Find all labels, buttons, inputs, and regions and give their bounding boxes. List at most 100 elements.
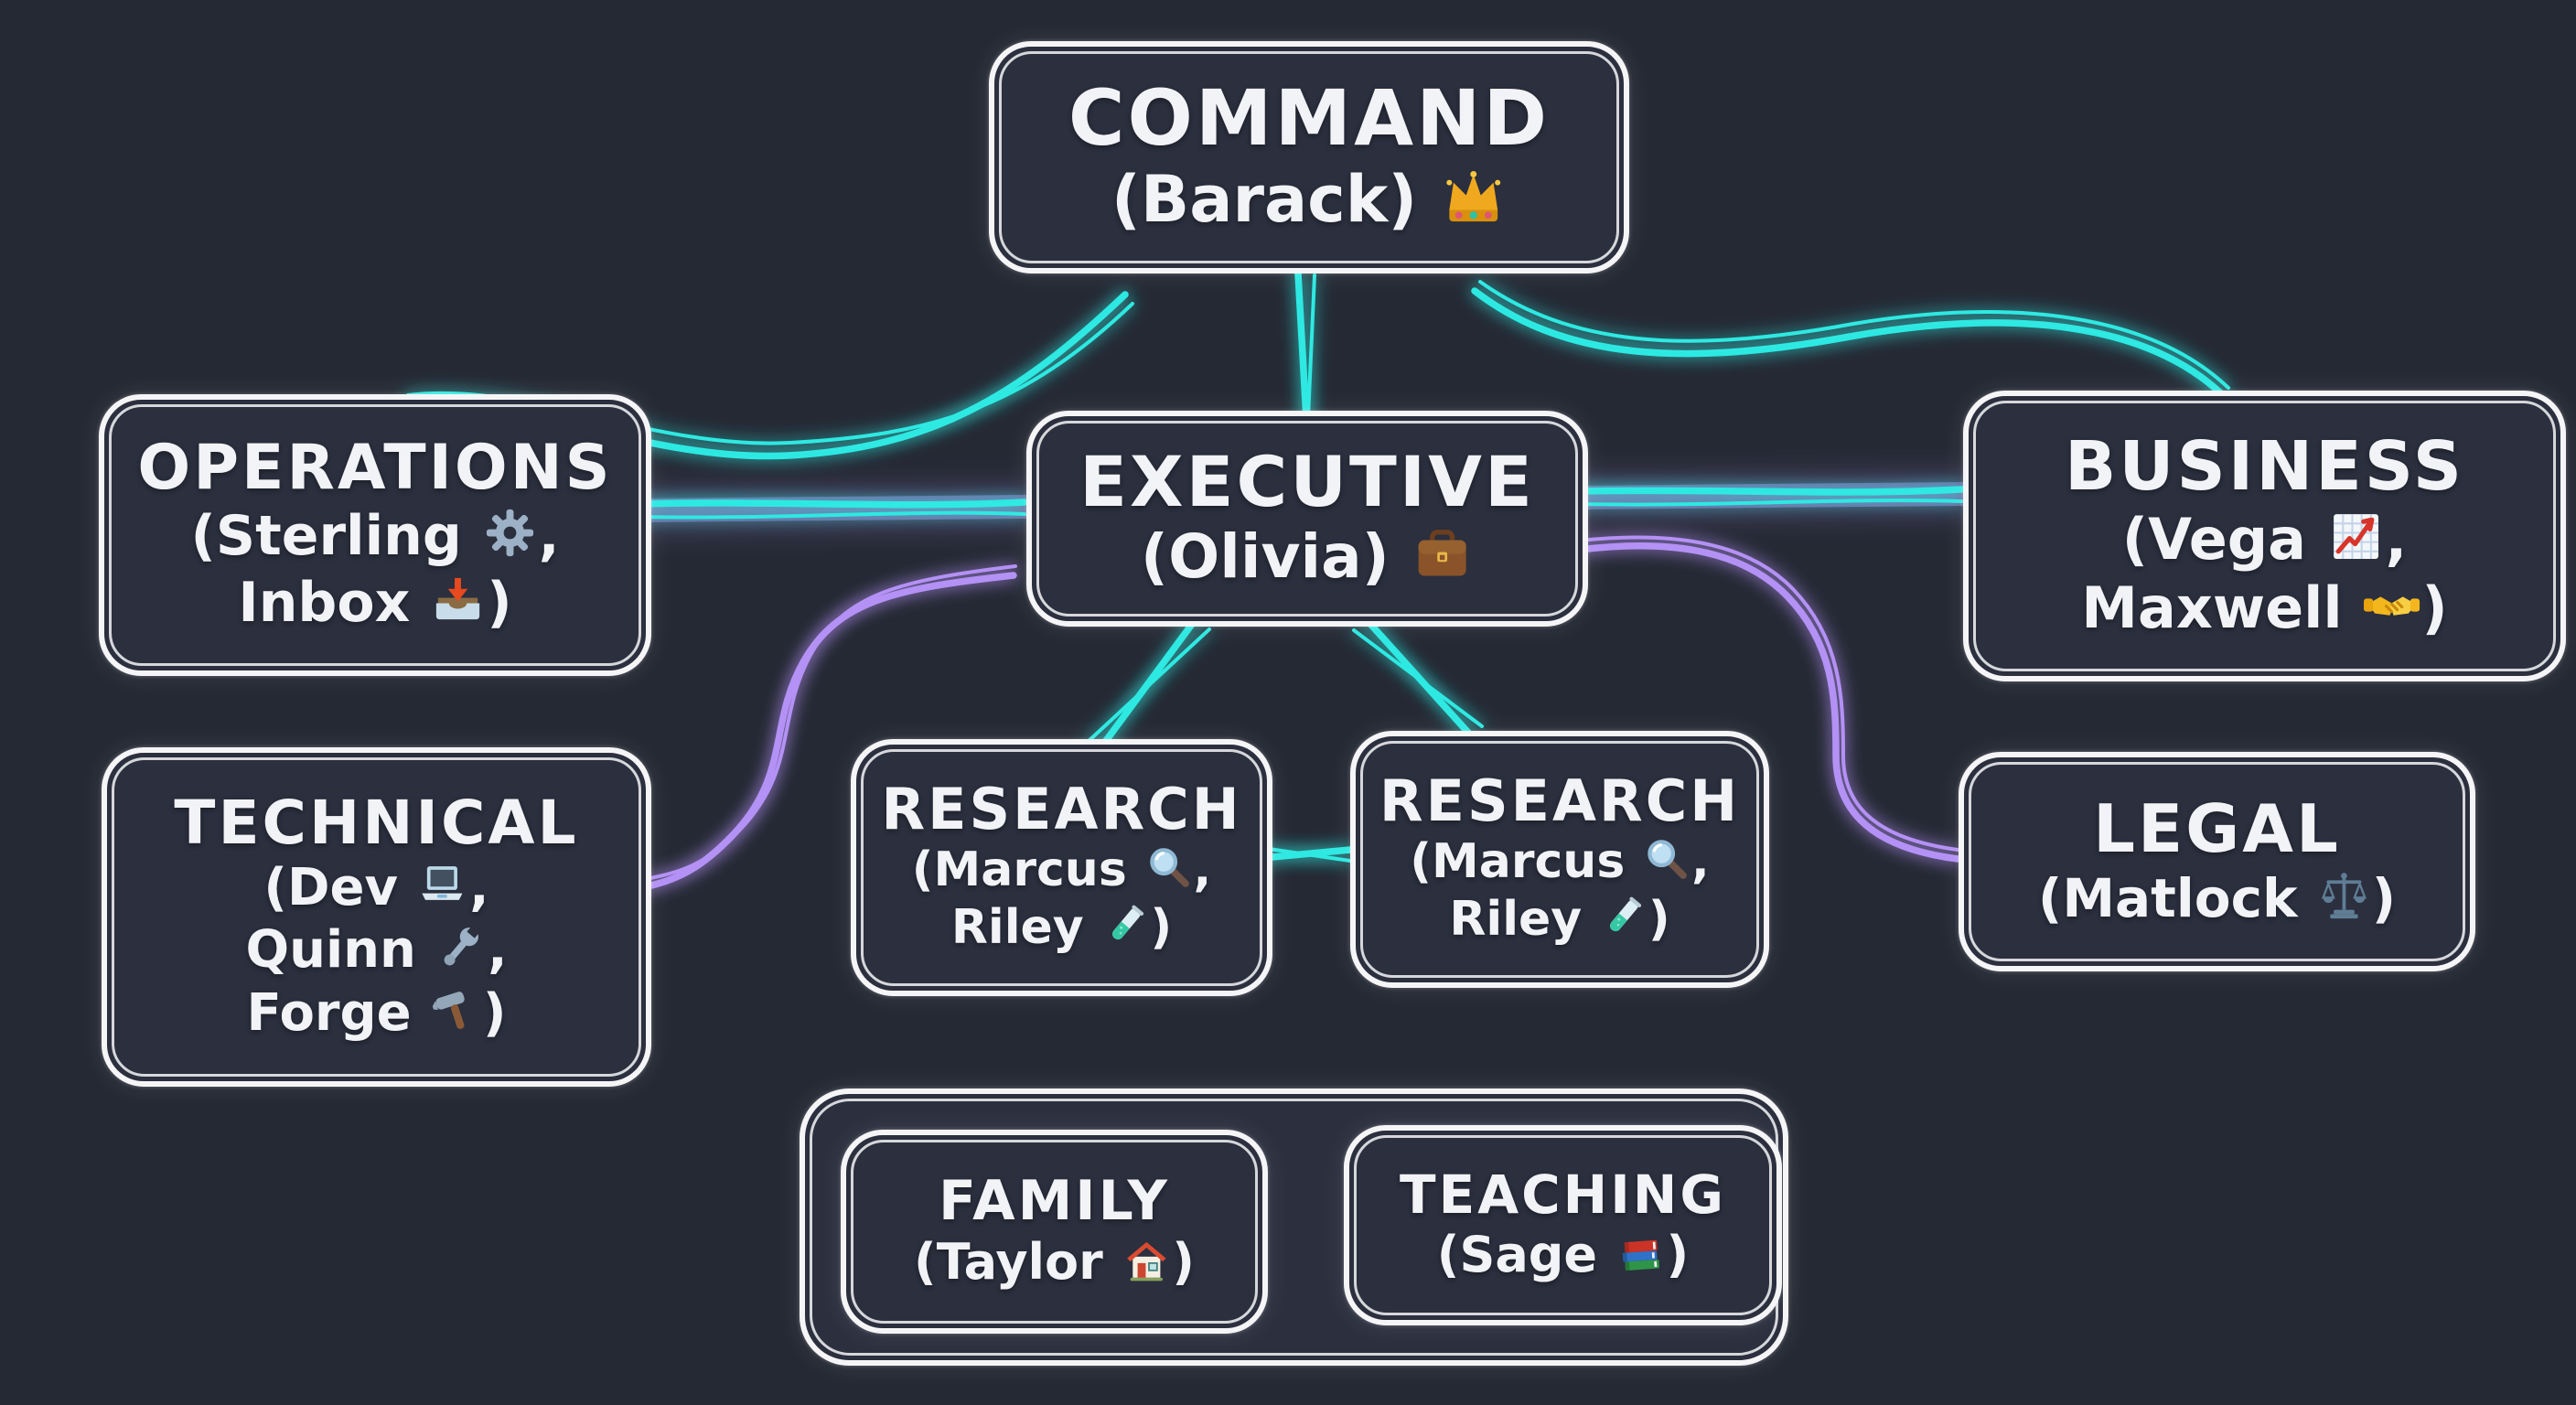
node-line: Maxwell ): [2081, 574, 2447, 643]
node-lines: (Sage ): [1437, 1225, 1689, 1285]
node-family[interactable]: FAMILY (Taylor ): [841, 1130, 1268, 1334]
node-lines: (Barack): [1111, 161, 1507, 239]
node-line: Quinn ,: [246, 919, 508, 981]
node-title: TEACHING: [1400, 1164, 1726, 1227]
node-line: (Matlock ): [2038, 866, 2396, 931]
label-text: ): [2421, 574, 2448, 642]
scales-icon: [2316, 868, 2372, 924]
node-title: OPERATIONS: [137, 431, 613, 504]
wrench-icon: [434, 920, 488, 974]
node-research-right[interactable]: RESEARCH (Marcus ,Riley ): [1350, 731, 1769, 988]
label-text: (Marcus: [911, 842, 1143, 897]
test-tube-icon: [1598, 892, 1648, 942]
node-line: (Marcus ,: [912, 842, 1212, 899]
house-icon: [1121, 1234, 1173, 1286]
label-text: Riley: [1449, 892, 1599, 948]
node-line: Riley ): [1410, 891, 1710, 949]
node-title: FAMILY: [939, 1168, 1170, 1233]
node-lines: (Vega ,Maxwell ): [2081, 505, 2447, 643]
node-business[interactable]: BUSINESS (Vega ,Maxwell ): [1963, 391, 2566, 681]
label-text: Forge: [246, 982, 430, 1043]
node-line: Inbox ): [190, 570, 559, 637]
node-lines: (Olivia): [1141, 520, 1474, 595]
label-text: Inbox: [238, 571, 430, 636]
label-text: Riley: [950, 900, 1100, 956]
node-line: Forge ): [246, 982, 508, 1045]
edge-research-left-research-right: [1259, 846, 1354, 863]
label-text: (Barack): [1111, 162, 1440, 238]
node-title: TECHNICAL: [174, 788, 579, 859]
edge-executive-business: [1568, 482, 1973, 509]
magnifying-glass-icon: [1143, 842, 1194, 892]
node-title: RESEARCH: [881, 776, 1242, 843]
label-text: ): [1666, 1226, 1690, 1284]
edge-executive-legal: [1576, 535, 1961, 863]
node-operations[interactable]: OPERATIONS (Sterling ,Inbox ): [99, 394, 651, 676]
label-text: (Marcus: [1410, 833, 1642, 889]
test-tube-icon: [1100, 900, 1151, 950]
label-text: Quinn: [245, 920, 435, 981]
handshake-icon: [2362, 576, 2421, 636]
node-title: RESEARCH: [1379, 767, 1741, 835]
edge-executive-research-right: [1352, 619, 1484, 737]
node-line: (Marcus ,: [1410, 833, 1710, 891]
label-text: ,: [538, 503, 560, 568]
node-line: (Vega ,: [2081, 505, 2447, 574]
label-text: ,: [1690, 833, 1710, 889]
node-command[interactable]: COMMAND (Barack): [989, 41, 1629, 273]
node-lines: (Taylor ): [914, 1232, 1195, 1292]
node-line: Riley ): [912, 899, 1212, 957]
magnifying-glass-icon: [1641, 833, 1691, 884]
label-text: ): [1150, 900, 1173, 956]
label-text: (Dev: [263, 857, 416, 917]
node-line: (Dev ,: [246, 857, 508, 919]
chart-increasing-icon: [2326, 507, 2386, 566]
node-lines: (Marcus ,Riley ): [1410, 833, 1710, 949]
node-research-left[interactable]: RESEARCH (Marcus ,Riley ): [851, 739, 1272, 996]
briefcase-icon: [1411, 522, 1474, 585]
node-lines: (Marcus ,Riley ): [912, 842, 1212, 958]
label-text: (Sterling: [190, 503, 481, 568]
node-line: (Sage ): [1437, 1225, 1689, 1285]
edge-command-executive: [1294, 270, 1316, 423]
label-text: ): [487, 571, 512, 636]
node-legal[interactable]: LEGAL (Matlock ): [1959, 752, 2475, 971]
label-text: ): [2371, 866, 2397, 929]
gear-icon: [481, 504, 539, 562]
node-lines: (Matlock ): [2038, 866, 2396, 931]
label-text: ,: [2385, 505, 2408, 573]
crown-icon: [1440, 164, 1508, 231]
inbox-tray-icon: [429, 571, 487, 628]
edge-operations-executive: [628, 495, 1036, 522]
node-lines: (Dev ,Quinn ,Forge ): [246, 857, 508, 1045]
label-text: ,: [1193, 842, 1212, 897]
label-text: ): [1648, 892, 1670, 948]
node-teaching[interactable]: TEACHING (Sage ): [1344, 1125, 1782, 1325]
node-line: (Taylor ): [914, 1232, 1195, 1292]
laptop-icon: [415, 858, 469, 912]
label-text: ): [1172, 1233, 1195, 1292]
node-title: COMMAND: [1068, 73, 1551, 164]
node-title: EXECUTIVE: [1079, 441, 1535, 523]
node-title: LEGAL: [2093, 790, 2341, 868]
label-text: (Matlock: [2037, 866, 2316, 929]
node-lines: (Sterling ,Inbox ): [190, 503, 559, 637]
edge-command-business: [1471, 280, 2230, 399]
label-text: ,: [488, 920, 508, 981]
label-text: (Vega: [2121, 505, 2326, 573]
label-text: ): [482, 982, 507, 1043]
node-title: BUSINESS: [2064, 426, 2465, 506]
node-technical[interactable]: TECHNICAL (Dev ,Quinn ,Forge ): [102, 747, 651, 1087]
books-icon: [1615, 1227, 1667, 1279]
label-text: (Taylor: [914, 1233, 1121, 1292]
node-line: (Barack): [1111, 161, 1507, 239]
label-text: (Olivia): [1140, 521, 1411, 593]
node-line: (Sterling ,: [190, 503, 559, 570]
node-executive[interactable]: EXECUTIVE (Olivia): [1026, 411, 1588, 627]
edge-executive-technical: [640, 564, 1017, 891]
edge-executive-research-left: [1085, 619, 1211, 756]
label-text: ,: [469, 857, 489, 917]
label-text: Maxwell: [2081, 574, 2363, 642]
